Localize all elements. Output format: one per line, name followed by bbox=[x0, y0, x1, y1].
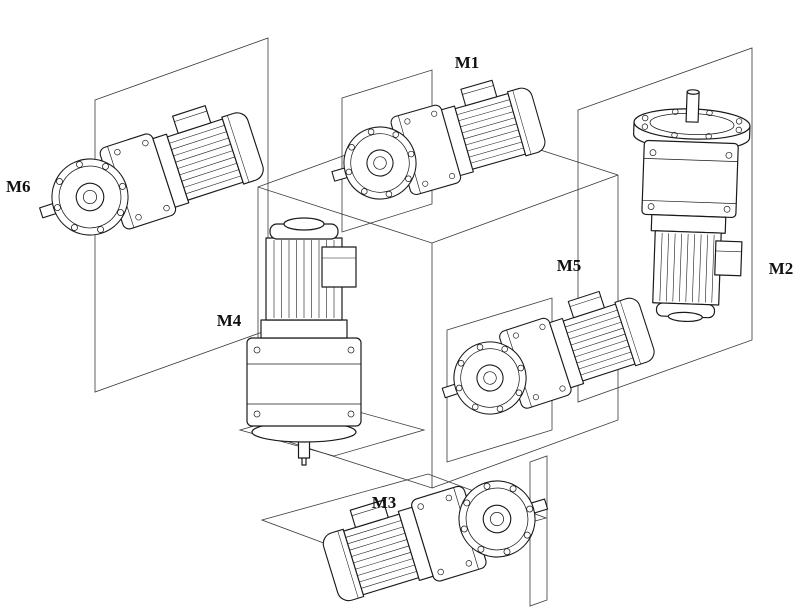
motor-m1 bbox=[319, 70, 551, 216]
mounting-plane-m1 bbox=[341, 69, 433, 233]
reference-cube bbox=[257, 118, 619, 489]
mounting-wall-m3 bbox=[529, 455, 548, 607]
motor-m6 bbox=[24, 93, 270, 255]
label-m4: M4 bbox=[217, 311, 242, 330]
label-m2: M2 bbox=[769, 259, 794, 278]
motor-m2 bbox=[633, 89, 751, 323]
motor-m5 bbox=[428, 280, 660, 433]
motor-m4 bbox=[246, 217, 362, 466]
mounting-plane-m5 bbox=[446, 297, 553, 463]
label-m3: M3 bbox=[372, 493, 397, 512]
motor-m3 bbox=[315, 454, 560, 612]
label-m6: M6 bbox=[6, 177, 31, 196]
label-m5: M5 bbox=[557, 256, 582, 275]
label-m1: M1 bbox=[455, 53, 480, 72]
